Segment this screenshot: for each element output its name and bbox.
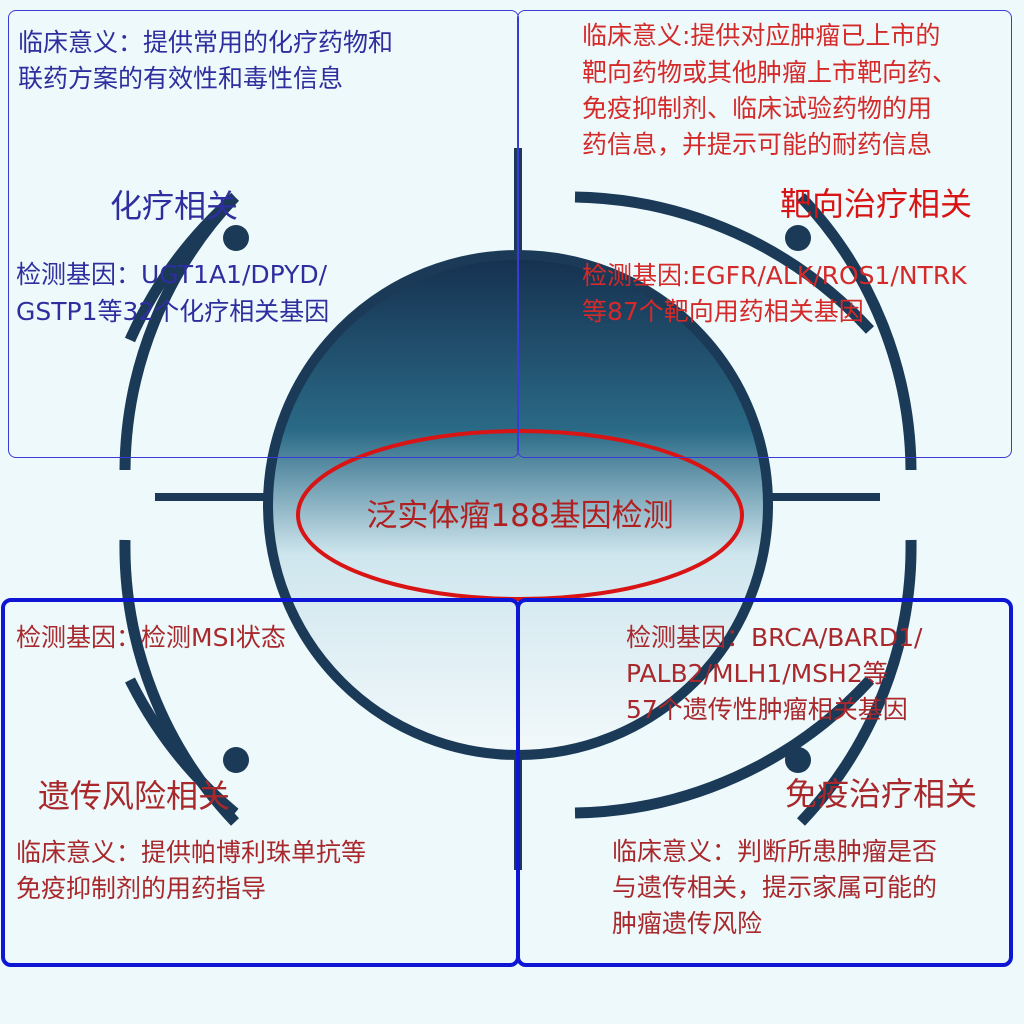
- immuno-significance-2: 与遗传相关，提示家属可能的: [612, 873, 938, 902]
- immuno-genes-1: 检测基因：BRCA/BARD1/: [626, 623, 923, 652]
- targeted-significance-2: 靶向药物或其他肿瘤上市靶向药、: [582, 58, 958, 87]
- chemo-significance-2: 联药方案的有效性和毒性信息: [18, 64, 344, 93]
- hereditary-significance-1: 临床意义：提供帕博利珠单抗等: [16, 838, 367, 867]
- hereditary-significance-2: 免疫抑制剂的用药指导: [16, 874, 267, 903]
- chemo-significance-1: 临床意义：提供常用的化疗药物和: [18, 28, 394, 57]
- targeted-significance-3: 免疫抑制剂、临床试验药物的用: [582, 94, 933, 123]
- immuno-genes-2: PALB2/MLH1/MSH2等: [626, 659, 888, 688]
- immuno-significance-3: 肿瘤遗传风险: [612, 909, 763, 938]
- chemo-genes-1: 检测基因：UGT1A1/DPYD/: [16, 260, 328, 289]
- targeted-title: 靶向治疗相关: [780, 185, 973, 223]
- targeted-significance-1: 临床意义:提供对应肿瘤已上市的: [582, 21, 941, 50]
- center-label: 泛实体瘤188基因检测: [366, 498, 674, 534]
- immuno-box: [516, 598, 1013, 967]
- immuno-genes-3: 57个遗传性肿瘤相关基因: [626, 695, 908, 724]
- targeted-box: [517, 10, 1012, 458]
- immuno-significance-1: 临床意义：判断所患肿瘤是否: [612, 837, 938, 866]
- chemo-box: [8, 10, 519, 458]
- marker-dots: [223, 225, 811, 773]
- chemo-genes-2: GSTP1等32个化疗相关基因: [16, 297, 330, 326]
- hereditary-genes-1: 检测基因：检测MSI状态: [16, 623, 286, 652]
- outer-arcs-full: [119, 193, 917, 826]
- chemo-title: 化疗相关: [110, 187, 239, 225]
- targeted-genes-2: 等87个靶向用药相关基因: [582, 297, 864, 326]
- hereditary-title: 遗传风险相关: [38, 777, 231, 815]
- targeted-genes-1: 检测基因:EGFR/ALK/ROS1/NTRK: [582, 261, 967, 290]
- targeted-significance-4: 药信息，并提示可能的耐药信息: [582, 130, 933, 159]
- immuno-title: 免疫治疗相关: [785, 775, 978, 813]
